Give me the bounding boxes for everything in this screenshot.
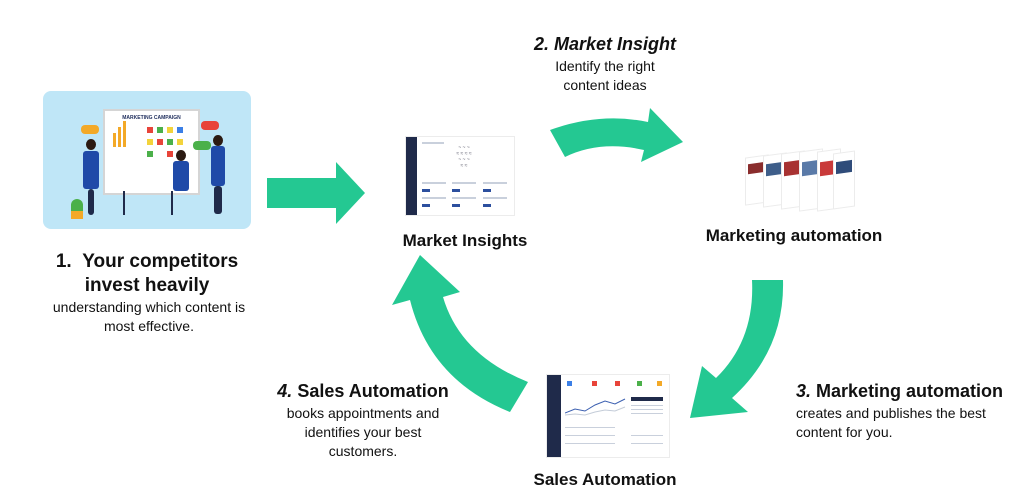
marketing-automation-screenshots [745, 148, 855, 212]
sales-automation-screenshot [546, 374, 670, 458]
arrow-right-icon [267, 162, 365, 224]
step3-label: 3. Marketing automation creates and publ… [796, 381, 1022, 442]
step3-desc-line2: content for you. [796, 424, 893, 440]
node-marketing-automation: Marketing automation [705, 226, 883, 245]
curved-arrow-top-icon [550, 108, 683, 162]
node-market-insights: Market Insights [402, 231, 528, 250]
step3-title: Marketing automation [816, 381, 1004, 401]
step2-title: Market Insight [554, 34, 677, 54]
node-sales-automation: Sales Automation [533, 470, 677, 489]
step4-desc-line1: books appointments and [286, 405, 440, 421]
stage1-description: understanding which content is most effe… [30, 298, 268, 336]
stage1-title: 1. Your competitors invest heavily [40, 251, 254, 297]
step4-number: 4. [277, 381, 293, 401]
stage1-title-line2: invest heavily [84, 275, 210, 296]
stage1-desc-line2: most effective. [103, 318, 194, 334]
campaign-board: MARKETING CAMPAIGN [103, 109, 200, 195]
stage1-title-line1: Your competitors [82, 251, 239, 272]
sales-chart-thumbnail [565, 398, 626, 416]
curved-arrow-left-icon [392, 255, 528, 412]
marketing-campaign-illustration: MARKETING CAMPAIGN [43, 91, 251, 229]
step4-title: Sales Automation [297, 381, 449, 401]
curved-arrow-right-icon [690, 280, 784, 418]
step4-desc-line2: identifies your best [304, 424, 422, 440]
step4-label: 4. Sales Automation books appointments a… [248, 381, 478, 461]
step3-number: 3. [796, 381, 812, 401]
step2-desc-line2: content ideas [563, 77, 647, 93]
step2-desc-line1: Identify the right [555, 58, 655, 74]
stage1-number: 1. [55, 251, 72, 272]
step2-label: 2. Market Insight Identify the right con… [500, 34, 710, 95]
board-title: MARKETING CAMPAIGN [122, 115, 181, 121]
market-insights-screenshot: ~ ~ ~≈ ≈ ≈ ≈~ ~ ~≈ ≈ [405, 136, 515, 216]
step3-desc-line1: creates and publishes the best [796, 405, 986, 421]
step4-desc-line3: customers. [328, 443, 398, 459]
stage1-desc-line1: understanding which content is [52, 299, 246, 315]
step2-number: 2. [533, 34, 549, 54]
